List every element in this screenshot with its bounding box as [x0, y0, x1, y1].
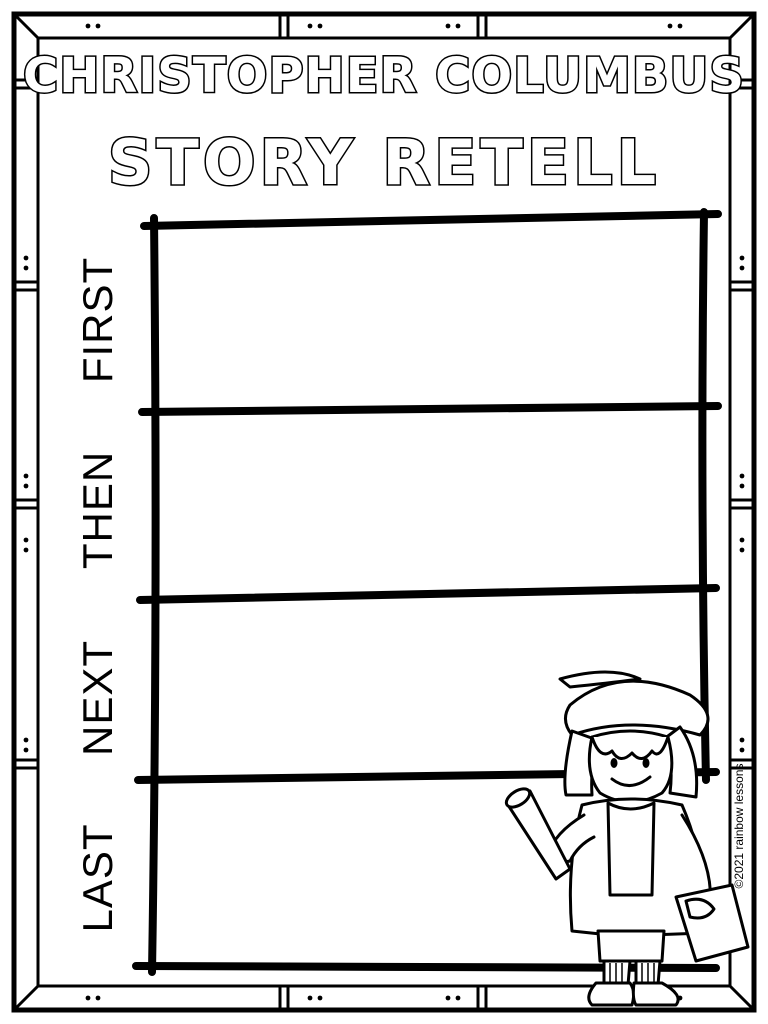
- row-label-next: NEXT: [74, 639, 121, 757]
- worksheet-subtitle: STORY RETELL: [106, 125, 661, 201]
- row-label-first: FIRST: [74, 256, 121, 384]
- worksheet-title: CHRISTOPHER COLUMBUS: [22, 47, 746, 106]
- columbus-boy-with-spyglass-icon: [504, 670, 750, 1007]
- row-label-last: LAST: [74, 823, 121, 933]
- row-label-then: THEN: [74, 450, 121, 570]
